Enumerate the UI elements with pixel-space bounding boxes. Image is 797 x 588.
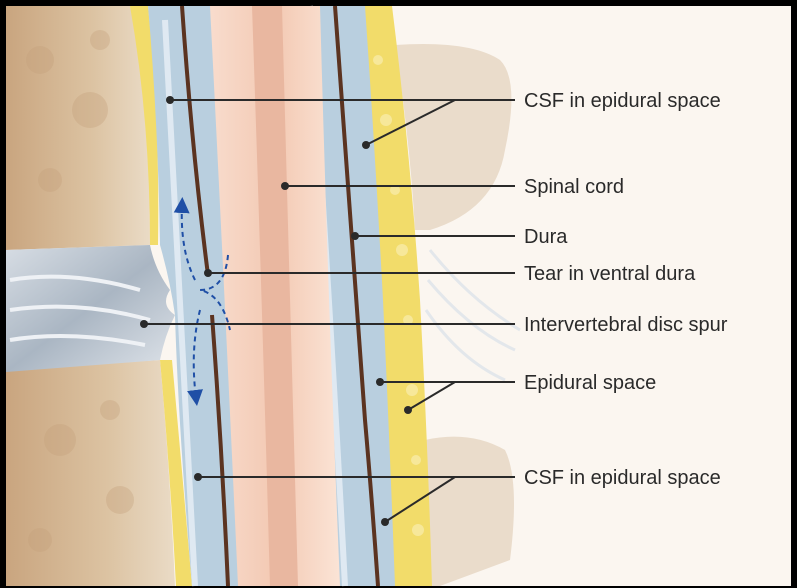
- upper-vertebral-body: [6, 6, 150, 250]
- label-tear-ventral-dura: Tear in ventral dura: [524, 263, 695, 285]
- lower-vertebral-body: [6, 360, 175, 586]
- label-dura: Dura: [524, 226, 567, 248]
- label-spinal-cord: Spinal cord: [524, 176, 624, 198]
- label-csf-epidural-top: CSF in epidural space: [524, 90, 721, 112]
- label-csf-epidural-bottom: CSF in epidural space: [524, 467, 721, 489]
- label-epidural-space: Epidural space: [524, 372, 656, 394]
- label-disc-spur: Intervertebral disc spur: [524, 314, 727, 336]
